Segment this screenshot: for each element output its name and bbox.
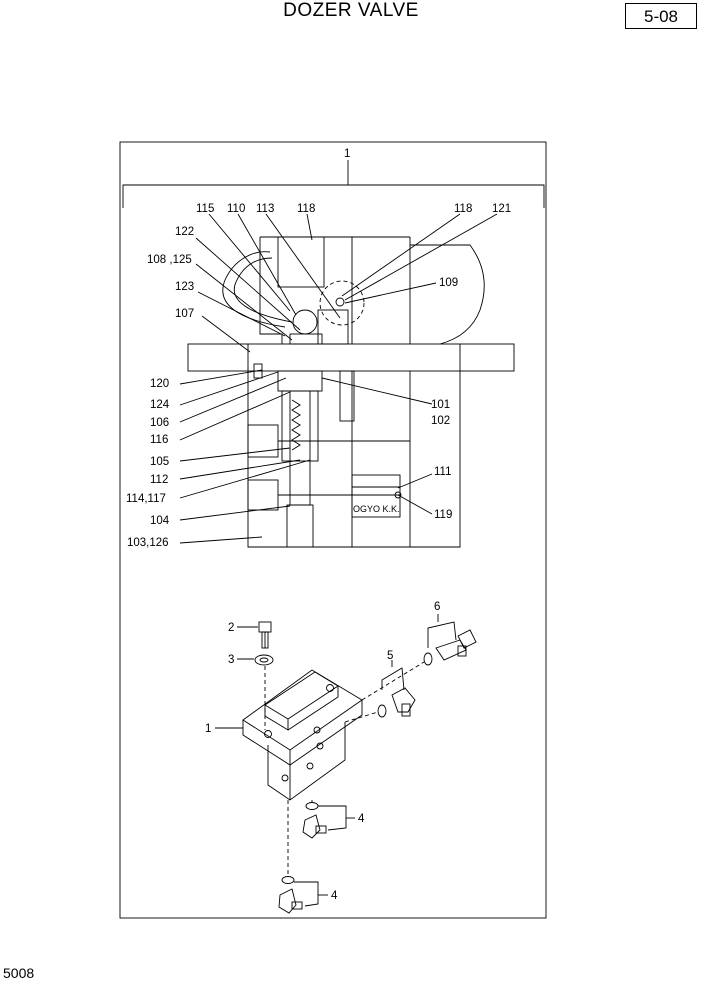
- callout-label: 108 ,125: [147, 254, 192, 266]
- callout-label: 122: [175, 226, 194, 238]
- callout-label: 118: [297, 203, 315, 215]
- callout-label: 119: [434, 509, 452, 521]
- callout-label: 107: [175, 308, 194, 320]
- callout-label: 4: [358, 813, 365, 825]
- callout-label: 6: [434, 601, 440, 613]
- callout-label: 121: [492, 203, 511, 215]
- callout-label: 1: [205, 723, 211, 735]
- callout-label: 120: [150, 378, 169, 390]
- page-number-box: 5-08: [625, 3, 697, 29]
- callout-label: 113: [256, 203, 274, 215]
- callout-label: 4: [331, 890, 338, 902]
- callout-label: 115: [196, 203, 214, 215]
- valve-exploded-view: [215, 614, 477, 914]
- callout-label: 102: [431, 415, 450, 427]
- page-title: DOZER VALVE: [283, 0, 419, 21]
- valve-section-view: [179, 213, 515, 548]
- callout-label: 116: [150, 434, 168, 446]
- nameplate-text: OGYO K.K.: [353, 504, 400, 514]
- callout-label: 109: [439, 277, 458, 289]
- callout-label: 101: [431, 399, 450, 411]
- callout-label: 114,117: [126, 493, 166, 505]
- callout-label: 118: [454, 203, 472, 215]
- diagram-labels: 1 OGYO K.K. 115 110 113 118 118 121 122 …: [126, 148, 511, 902]
- diagram-frame: [119, 141, 547, 919]
- callout-label: 103,126: [127, 537, 169, 549]
- callout-label: 106: [150, 417, 169, 429]
- callout-label: 111: [434, 466, 451, 478]
- callout-label: 112: [150, 474, 168, 486]
- callout-label: 123: [175, 281, 194, 293]
- callout-label: 104: [150, 515, 170, 527]
- label-assembly: 1: [344, 148, 350, 160]
- footer-code: 5008: [3, 965, 35, 981]
- callout-label: 110: [227, 203, 245, 215]
- callout-label: 124: [150, 399, 170, 411]
- callout-label: 5: [387, 650, 393, 662]
- callout-label: 3: [228, 654, 234, 666]
- callout-label: 105: [150, 456, 169, 468]
- callout-label: 2: [228, 622, 234, 634]
